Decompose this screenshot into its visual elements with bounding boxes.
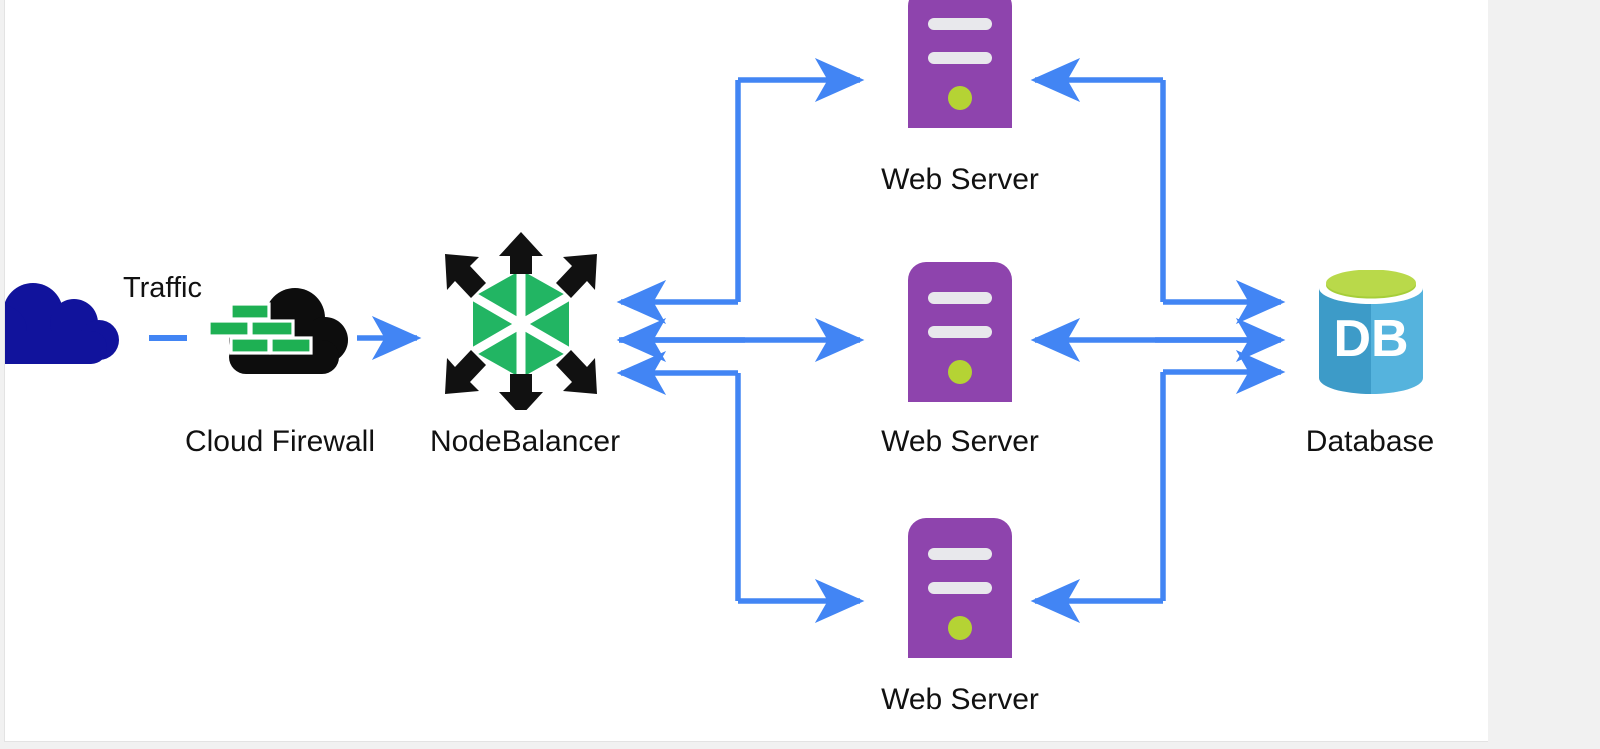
firewall-icon [203, 288, 353, 380]
node-label-database: Database [1305, 425, 1435, 458]
node-label-web-server-2: Web Server [881, 425, 1039, 458]
traffic-label: Traffic [123, 272, 202, 304]
nodebalancer-icon [435, 228, 607, 416]
cloud-icon [5, 283, 141, 368]
node-label-cloud-firewall: Cloud Firewall [184, 425, 376, 458]
server-icon [908, 262, 1012, 402]
node-label-web-server-3: Web Server [881, 683, 1039, 716]
diagram-canvas: Traffic [4, 0, 1488, 742]
server-icon [908, 518, 1012, 658]
database-glyph-text: DB [1333, 310, 1408, 368]
node-label-nodebalancer: NodeBalancer [429, 425, 621, 458]
database-icon: DB [1311, 269, 1431, 400]
node-label-web-server-1: Web Server [881, 163, 1039, 196]
server-icon [908, 0, 1012, 128]
